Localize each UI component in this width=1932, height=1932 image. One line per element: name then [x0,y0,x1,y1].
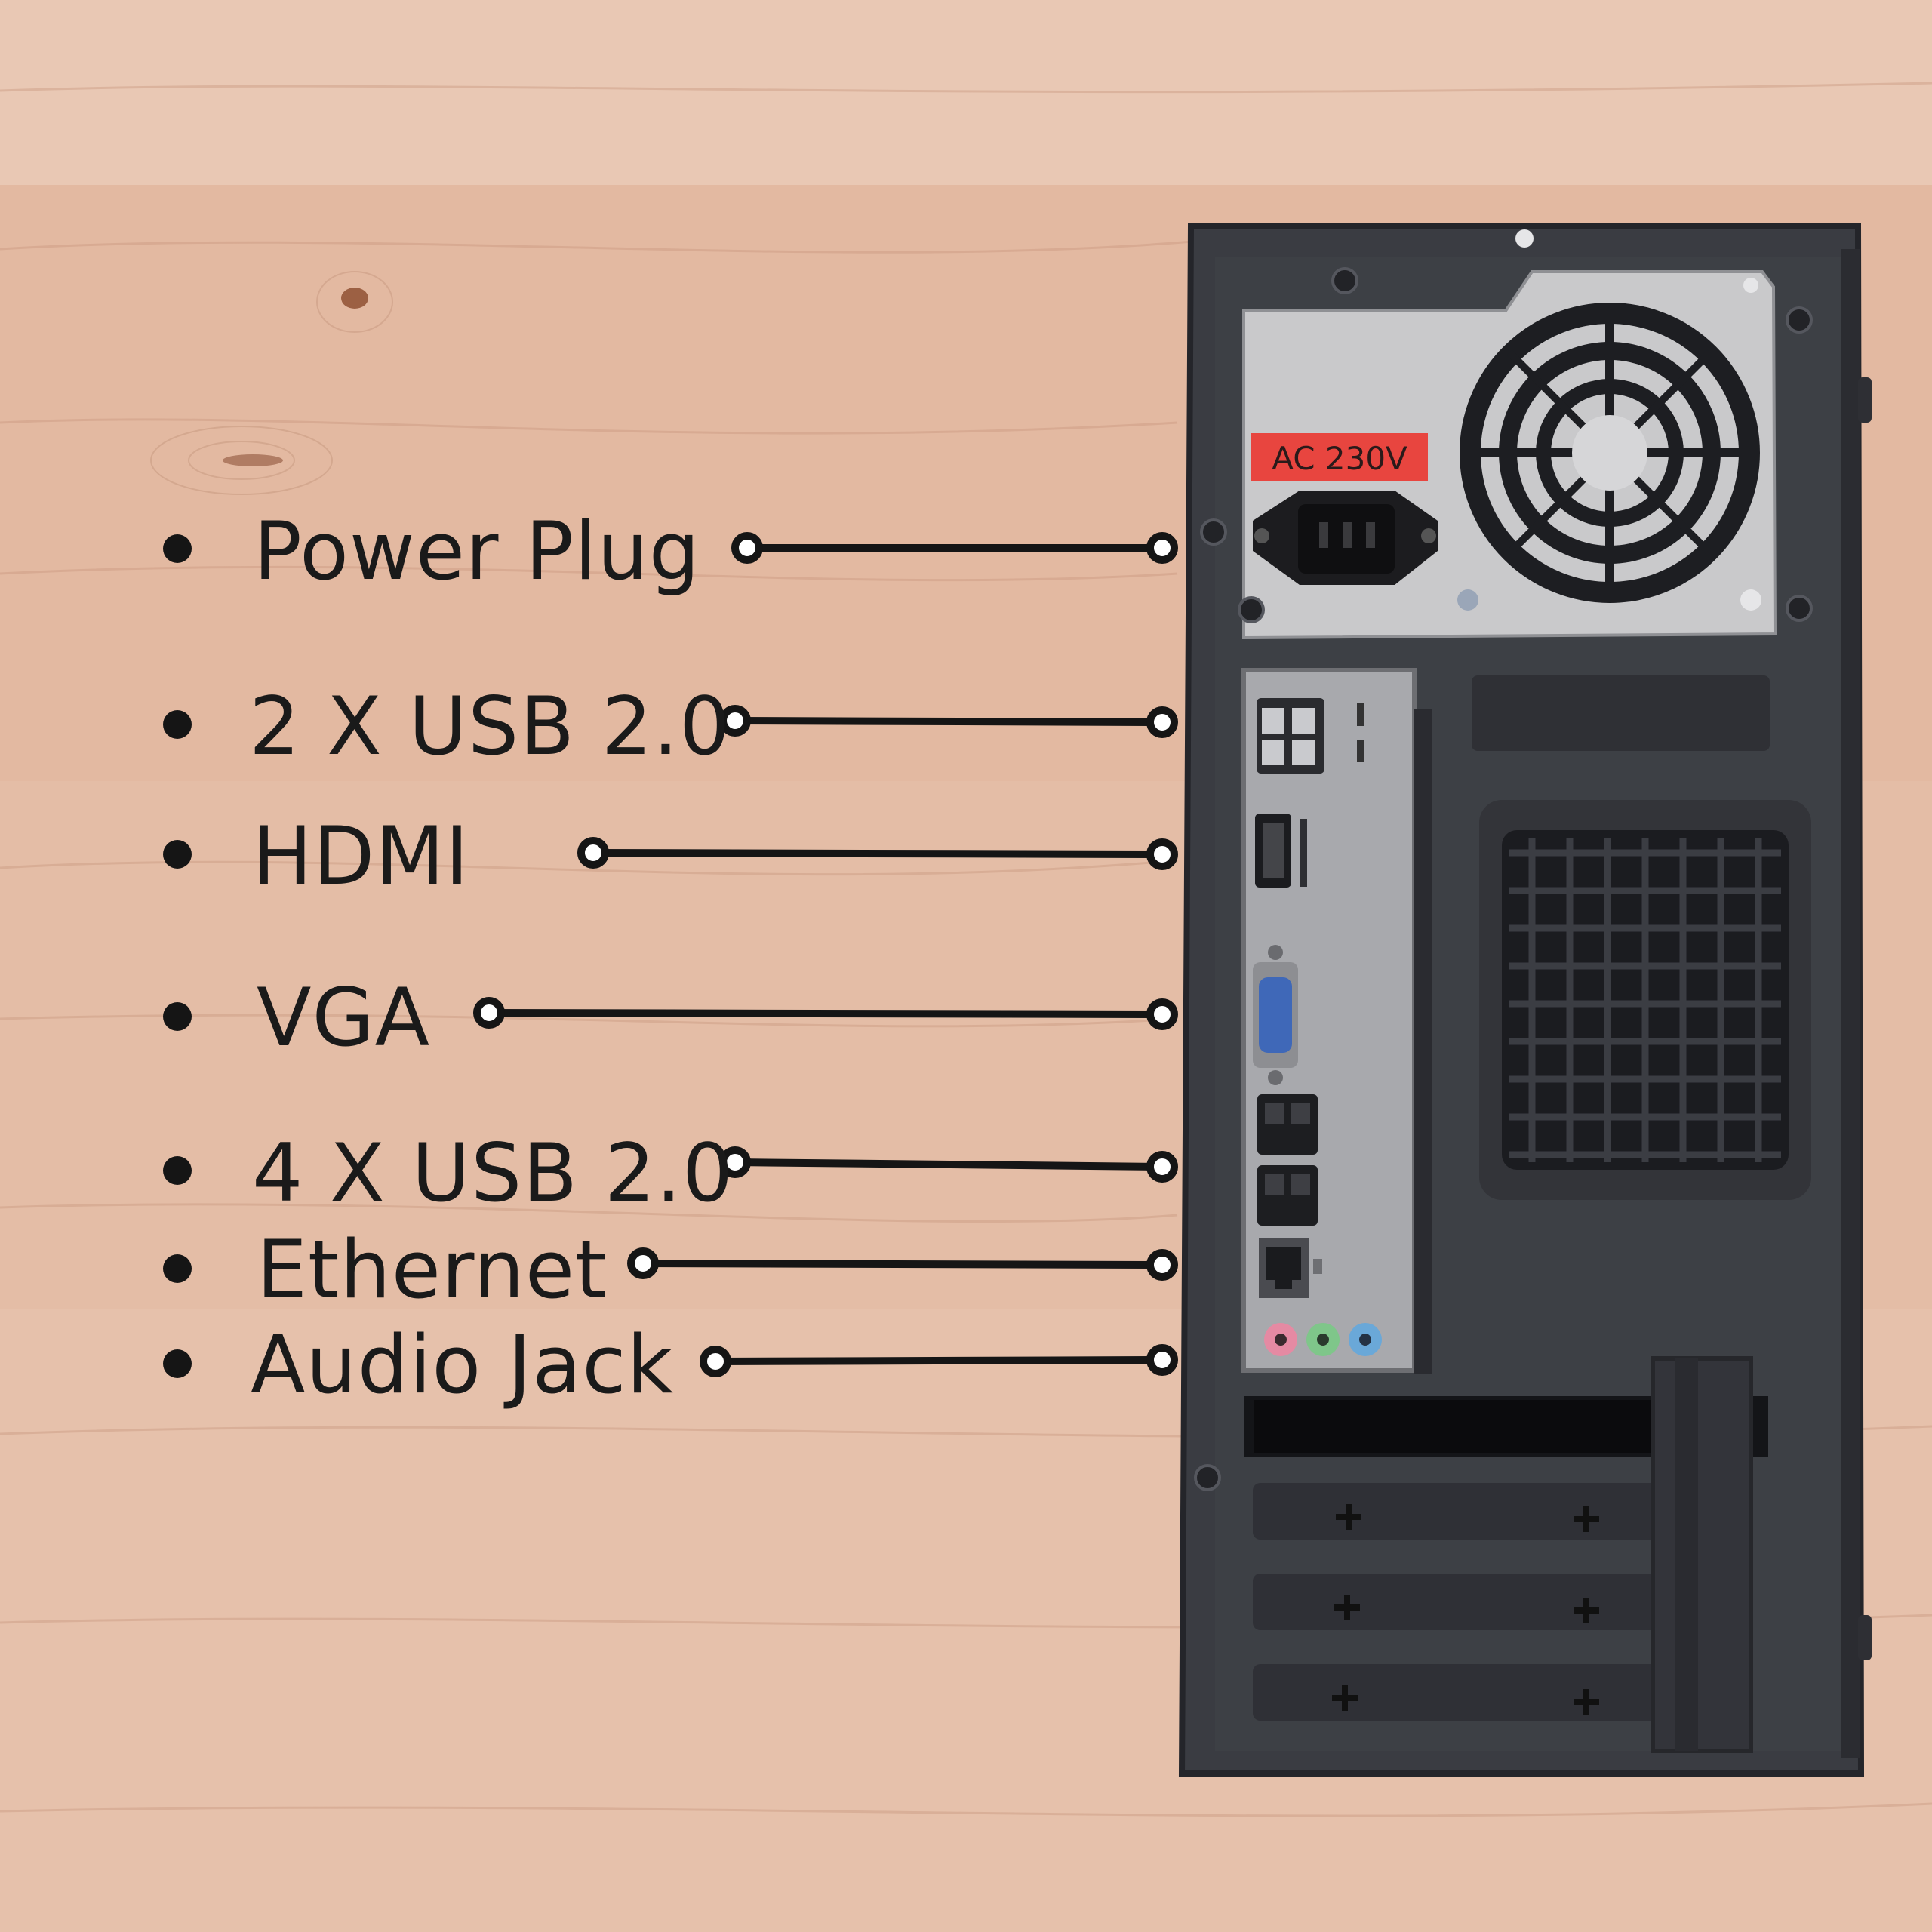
label-power-plug: Power Plug [254,505,701,598]
bullet-vga [163,1002,192,1031]
callout-line-audio-jack [715,1356,1161,1365]
io-shield [1241,668,1432,1374]
bullet-usb-quad [163,1156,192,1185]
power-socket-icon [1253,491,1438,585]
bullet-usb-top [163,710,192,739]
bullet-power-plug [163,534,192,563]
voltage-sticker-text: AC 230V [1272,440,1407,477]
usb-port-pair-top-icon [1257,698,1364,774]
label-hdmi: HDMI [252,810,470,903]
label-ethernet: Ethernet [257,1223,608,1316]
vga-port-icon [1253,945,1298,1085]
ethernet-port-icon [1259,1238,1322,1298]
callout-line-ethernet [642,1260,1161,1269]
audio-jacks-icon [1264,1323,1382,1356]
label-usb-quad: 4 X USB 2.0 [252,1127,734,1220]
usb-port-quad-icon [1257,1094,1318,1226]
bullet-ethernet [163,1254,192,1283]
hdmi-port-icon [1255,814,1307,888]
voltage-sticker [1251,433,1428,481]
ventilation-grille-icon [1502,830,1789,1170]
label-audio-jack: Audio Jack [251,1318,674,1411]
callout-line-vga [488,1009,1161,1018]
callout-line-usb-quad [734,1158,1161,1171]
callout-line-usb-top [734,717,1161,726]
bullet-audio-jack [163,1349,192,1378]
label-vga: VGA [257,971,431,1064]
label-usb-top: 2 X USB 2.0 [249,680,731,773]
callout-line-hdmi [592,849,1161,858]
bullet-hdmi [163,840,192,869]
power-supply: AC 230V [1242,270,1777,640]
